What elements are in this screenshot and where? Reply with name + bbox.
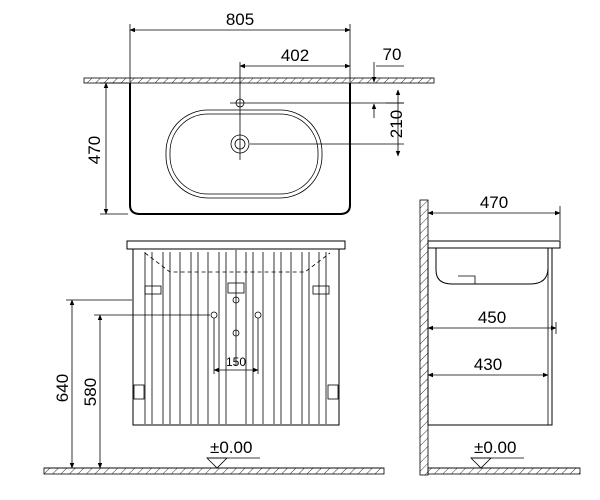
floor-level-front-label: ±0.00	[210, 438, 252, 457]
front-view: 150 640 580 ±0.00	[43, 240, 385, 475]
dim-tap-offset-label: 402	[281, 46, 309, 65]
floor-hatch-side	[427, 467, 581, 475]
dim-drain-label: 210	[387, 110, 406, 138]
basin-bowl	[165, 109, 323, 199]
floor-level-side-label: ±0.00	[474, 438, 516, 457]
basin-bowl-inner	[169, 113, 319, 195]
dim-fixing-spacing-label: 150	[226, 355, 246, 369]
dim-side-depth-cabinet-label: 450	[478, 308, 506, 327]
dim-side-depth-top-label: 470	[480, 193, 508, 212]
cabinet-slats	[144, 252, 327, 424]
floor-hatch-front	[43, 467, 385, 475]
dim-height-fixing-label: 580	[81, 378, 100, 406]
side-cabinet	[427, 247, 553, 426]
dim-side-depth-inner-label: 430	[474, 355, 502, 374]
dim-rim-label: 70	[383, 45, 402, 64]
dim-width-label: 805	[226, 10, 254, 29]
basin-outline	[129, 83, 351, 215]
counter-top	[126, 240, 346, 250]
side-view: 470 450 430 ±0.00	[419, 193, 581, 476]
side-counter-top	[427, 240, 561, 249]
wall-hatch-top	[83, 77, 435, 84]
wall-hatch-side	[419, 199, 429, 476]
top-view: 805 402 70 210 470	[83, 10, 435, 215]
dim-depth-label: 470	[85, 136, 104, 164]
cabinet-body	[132, 248, 340, 426]
dim-height-total-label: 640	[53, 374, 72, 402]
